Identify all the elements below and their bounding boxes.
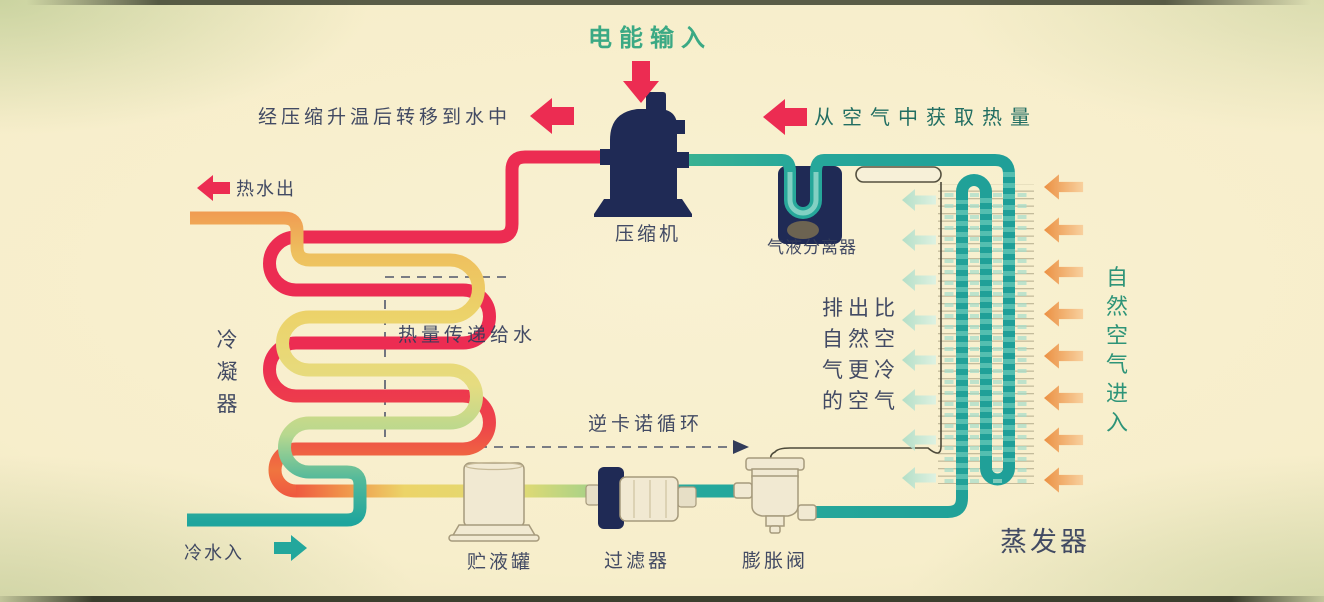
- evaporator-label: 蒸发器: [1000, 527, 1090, 557]
- heat-to-water-label: 热量传递给水: [398, 324, 536, 346]
- expansion-valve-label: 膨胀阀: [742, 550, 808, 572]
- filter-label: 过滤器: [604, 550, 670, 572]
- svg-text:自: 自: [1106, 265, 1128, 290]
- power-input-label: 电能输入: [588, 24, 712, 52]
- hot-water-out-label: 热水出: [236, 179, 296, 199]
- flow-arrows: [197, 61, 807, 561]
- svg-text:冷: 冷: [217, 329, 238, 352]
- evaporator-tubes: [956, 172, 1015, 490]
- compressor-shape: [594, 92, 692, 217]
- expansion-valve-shape: [733, 457, 817, 534]
- compress-note-label: 经压缩升温后转移到水中: [258, 106, 511, 128]
- electric-input-arrow: [623, 61, 659, 103]
- to-water-arrow: [530, 98, 574, 134]
- svg-text:气更冷: 气更冷: [822, 359, 900, 382]
- heat-from-air-label: 从空气中获取热量: [814, 106, 1038, 129]
- svg-text:排出比: 排出比: [822, 297, 900, 320]
- water-pipe: [187, 211, 485, 527]
- svg-text:入: 入: [1106, 410, 1128, 435]
- cold-water-in-arrow: [274, 535, 307, 561]
- svg-text:空: 空: [1106, 323, 1128, 348]
- filter-shape: [585, 467, 697, 529]
- tank-label: 贮液罐: [467, 551, 533, 573]
- evaporator-fin-dashes: [944, 193, 1027, 483]
- compressor-label: 压缩机: [615, 223, 681, 245]
- separator-label: 气液分离器: [767, 238, 857, 257]
- heat-from-air-arrow: [763, 99, 807, 135]
- exhaust-air-arrows: [902, 189, 936, 489]
- hot-water-out-arrow: [197, 175, 230, 201]
- natural-air-label: 自 然 空 气 进 入: [1106, 265, 1128, 435]
- svg-text:器: 器: [217, 393, 238, 416]
- svg-text:进: 进: [1106, 381, 1128, 406]
- svg-text:的空气: 的空气: [822, 390, 900, 413]
- exhaust-note-label: 排出比 自然空 气更冷 的空气: [822, 297, 900, 413]
- tank-shape: [448, 461, 540, 542]
- cycle-arrowhead: [733, 440, 749, 454]
- reverse-carnot-label: 逆卡诺循环: [588, 413, 703, 435]
- refrigerant-pipe: [263, 150, 606, 498]
- condenser-label: 冷 凝 器: [217, 329, 238, 416]
- intake-air-arrows: [1044, 174, 1084, 493]
- cold-water-in-label: 冷水入: [184, 543, 244, 563]
- sensor-bulb: [855, 166, 942, 183]
- cycle-dashed-box: [384, 276, 749, 454]
- svg-text:凝: 凝: [217, 361, 238, 384]
- svg-text:气: 气: [1106, 352, 1128, 377]
- svg-text:自然空: 自然空: [822, 328, 900, 351]
- svg-text:然: 然: [1106, 294, 1128, 319]
- separator-pipe-highlight: [787, 172, 819, 216]
